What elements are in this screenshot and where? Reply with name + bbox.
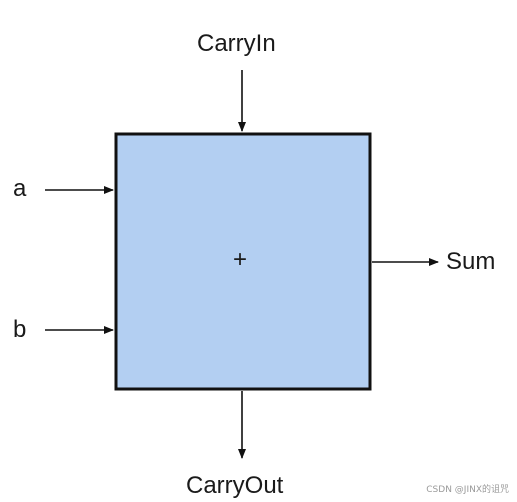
watermark: CSDN @JINX的诅咒 [426,485,509,495]
sum-label: Sum [446,248,496,275]
adder-box [114,132,372,391]
carry-in-label: CarryIn [197,30,276,57]
input-b-label: b [13,316,27,343]
input-a-label: a [13,175,27,202]
adder-operator-label: + [233,246,248,273]
carry-out-label: CarryOut [186,472,284,499]
